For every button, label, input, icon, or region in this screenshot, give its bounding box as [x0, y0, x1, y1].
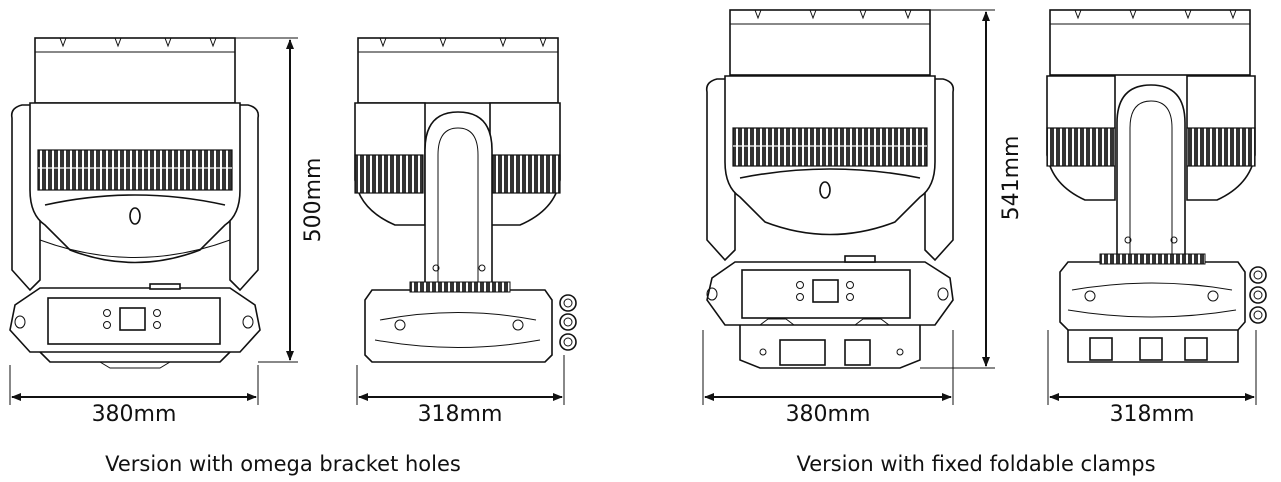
right-height-dimension: 541mm [920, 9, 1024, 369]
right-caption: Version with fixed foldable clamps [796, 452, 1155, 476]
right-height-label: 541mm [999, 136, 1024, 221]
right-side-width-label: 318mm [1110, 402, 1195, 427]
right-front-width-dimension: 380mm [702, 330, 954, 427]
left-front-view [9, 37, 261, 369]
left-front-width-dimension: 380mm [9, 365, 259, 427]
right-front-view [705, 9, 955, 369]
left-side-width-label: 318mm [418, 402, 503, 427]
right-side-view [1046, 9, 1267, 363]
left-height-dimension: 500mm [235, 37, 326, 363]
left-height-label: 500mm [301, 158, 326, 243]
right-front-width-label: 380mm [786, 402, 871, 427]
left-caption: Version with omega bracket holes [105, 452, 461, 476]
left-side-width-dimension: 318mm [356, 355, 565, 427]
left-front-width-label: 380mm [92, 402, 177, 427]
left-side-view [354, 37, 577, 363]
right-side-width-dimension: 318mm [1047, 330, 1257, 427]
